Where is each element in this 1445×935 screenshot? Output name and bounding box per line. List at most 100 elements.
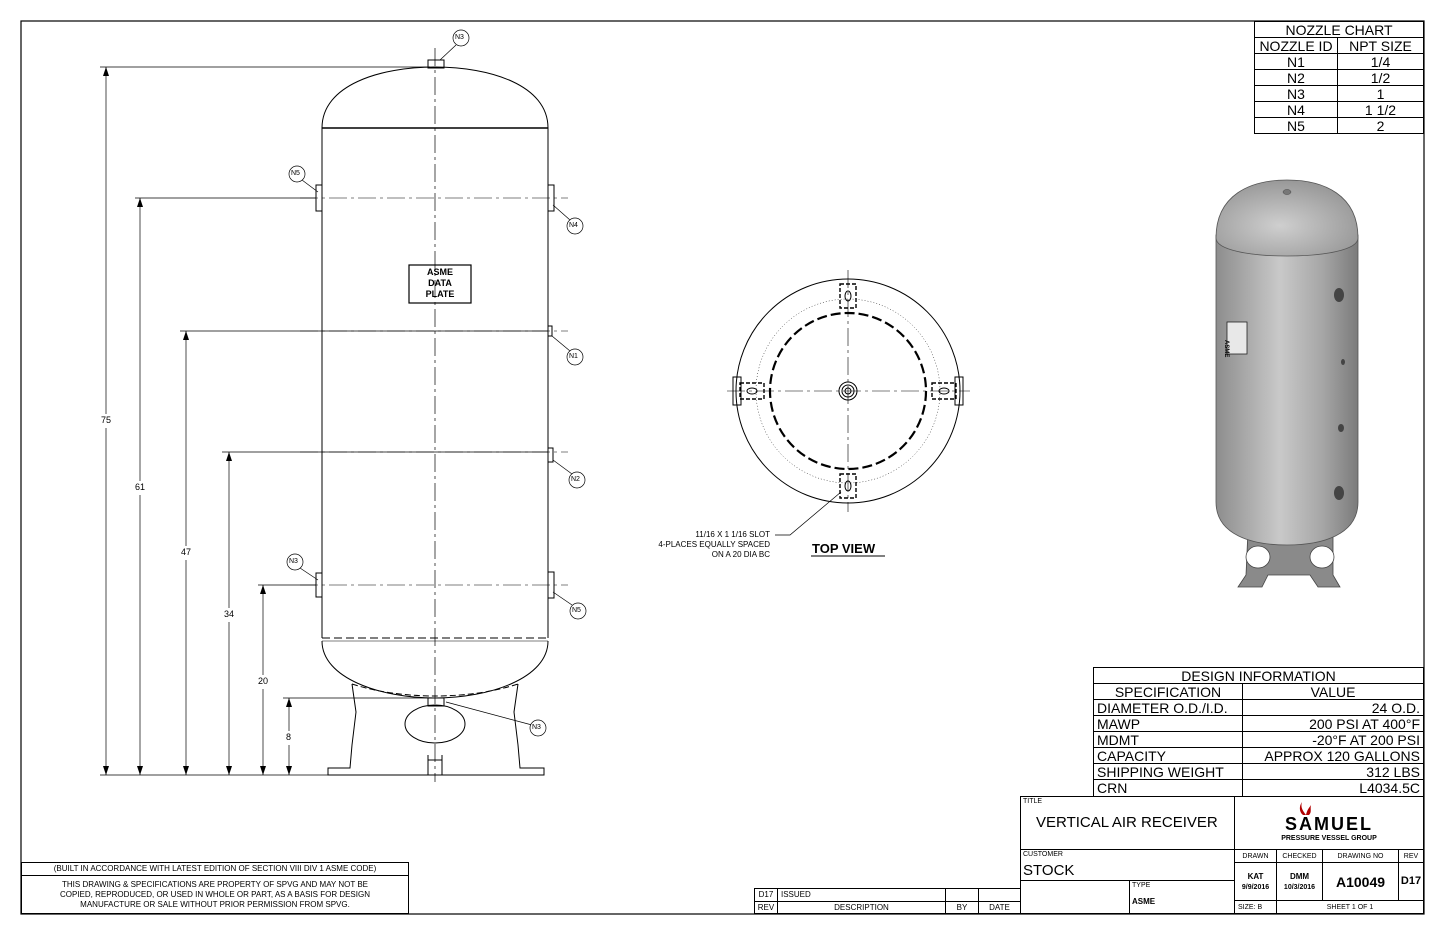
nozzle-id-cell: N5 [1254, 117, 1338, 134]
customer-value: STOCK [1023, 862, 1075, 879]
callout-n3-bottom: N3 [532, 724, 541, 731]
slot-note-line: 4-PLACES EQUALLY SPACED [658, 540, 770, 549]
rev-row-rev: D17 [754, 888, 778, 902]
rev-label: REV [1398, 849, 1424, 863]
sheet-box: SHEET 1 OF 1 [1276, 900, 1424, 914]
spec-cell: MAWP [1093, 715, 1243, 732]
dim-34: 34 [224, 609, 235, 619]
top-view-label: TOP VIEW [812, 541, 876, 556]
nozzle-id-cell: N4 [1254, 101, 1338, 118]
drawing-no-value: A10049 [1322, 862, 1399, 901]
drawing-title: VERTICAL AIR RECEIVER [1036, 814, 1218, 831]
callout-n3-top: N3 [455, 34, 464, 41]
skirt-opening [404, 704, 466, 744]
property-note-line: COPIED, REPRODUCED, OR USED IN WHOLE OR … [60, 889, 370, 899]
drawing-no-label: DRAWING NO [1322, 849, 1399, 863]
rev-header-date: DATE [978, 901, 1021, 914]
value-cell: 312 LBS [1242, 763, 1424, 780]
top-head [321, 66, 549, 129]
dim-20: 20 [258, 676, 269, 686]
callout-n4: N4 [569, 222, 578, 229]
npt-size-cell: 1 1/2 [1337, 101, 1424, 118]
size-box: SIZE: B [1234, 900, 1277, 914]
rev-value: D17 [1398, 862, 1424, 901]
render-plate-text: ASME [1223, 340, 1229, 358]
checked-date: 10/3/2016 [1283, 883, 1316, 891]
render-dome [1215, 179, 1359, 257]
drawn-date: 9/9/2016 [1241, 883, 1270, 891]
nozzle-id-cell: N2 [1254, 69, 1338, 86]
npt-size-cell: 1/4 [1337, 53, 1424, 70]
rev-row-date [978, 888, 1021, 902]
rev-header-by: BY [945, 901, 979, 914]
spec-cell: SHIPPING WEIGHT [1093, 763, 1243, 780]
logo-name: SAMUEL [1285, 813, 1373, 834]
data-plate-line: PLATE [425, 289, 455, 299]
nozzle-chart-header: NPT SIZE [1337, 37, 1424, 54]
callout-n3-left: N3 [289, 558, 298, 565]
leg-bottom [839, 473, 857, 499]
leg-top [839, 283, 857, 309]
npt-size-cell: 1 [1337, 85, 1424, 102]
value-cell: L4034.5C [1242, 779, 1424, 797]
value-cell: 24 O.D. [1242, 699, 1424, 716]
design-info-header: SPECIFICATION [1093, 683, 1243, 700]
data-plate-box [408, 264, 472, 304]
spec-cell: MDMT [1093, 731, 1243, 748]
logo-box: SAMUEL PRESSURE VESSEL GROUP [1234, 796, 1424, 850]
property-note-line: THIS DRAWING & SPECIFICATIONS ARE PROPER… [62, 879, 368, 889]
checked-by: DMM [1289, 871, 1310, 881]
rev-header-rev: REV [754, 901, 778, 914]
design-info-header: VALUE [1242, 683, 1424, 700]
slot-note: 11/16 X 1 1/16 SLOT 4-PLACES EQUALLY SPA… [610, 530, 770, 560]
property-note: THIS DRAWING & SPECIFICATIONS ARE PROPER… [21, 875, 409, 914]
bottom-coupling [427, 697, 445, 707]
nozzle-id-cell: N3 [1254, 85, 1338, 102]
sheet-border [20, 20, 1425, 915]
rev-row-description: ISSUED [777, 888, 946, 902]
leg-right [931, 382, 957, 400]
dim-61: 61 [135, 482, 146, 492]
callout-n5-left: N5 [291, 170, 300, 177]
data-plate-line: DATA [428, 278, 452, 288]
checked-box: DMM 10/3/2016 [1276, 862, 1323, 901]
spec-cell: CAPACITY [1093, 747, 1243, 764]
title-left-border [1020, 796, 1021, 914]
skirt [327, 683, 545, 776]
customer-label: CUSTOMER [1023, 851, 1063, 858]
title-label: TITLE [1023, 798, 1043, 805]
drawn-label: DRAWN [1234, 849, 1277, 863]
front-view [300, 48, 568, 782]
render-data-plate [1226, 321, 1248, 355]
spec-cell: CRN [1093, 779, 1243, 797]
code-note: (BUILT IN ACCORDANCE WITH LATEST EDITION… [21, 862, 409, 876]
dimension-arrows [103, 67, 292, 775]
top-coupling [427, 59, 445, 69]
npt-size-cell: 2 [1337, 117, 1424, 134]
top-view [727, 270, 970, 557]
dim-8: 8 [286, 732, 292, 742]
callout-n1: N1 [569, 353, 578, 360]
data-plate-line: ASME [426, 267, 453, 277]
npt-size-cell: 1/2 [1337, 69, 1424, 86]
dim-75: 75 [101, 415, 112, 425]
leg-left [739, 382, 765, 400]
dim-47: 47 [181, 547, 192, 557]
nozzle-chart-title: NOZZLE CHART [1254, 21, 1424, 38]
checked-label: CHECKED [1276, 849, 1323, 863]
rev-row-by [945, 888, 979, 902]
render-view [1215, 179, 1359, 588]
logo-flame-icon [1299, 802, 1311, 815]
drawn-box: KAT 9/9/2016 [1234, 862, 1277, 901]
render-shell [1215, 234, 1359, 546]
callout-n2: N2 [571, 476, 580, 483]
type-value: ASME [1132, 897, 1156, 906]
value-cell: 200 PSI AT 400°F [1242, 715, 1424, 732]
callout-n5-right: N5 [572, 607, 581, 614]
value-cell: -20°F AT 200 PSI [1242, 731, 1424, 748]
drawn-by: KAT [1247, 871, 1264, 881]
design-info-title: DESIGN INFORMATION [1093, 667, 1424, 684]
rev-header-description: DESCRIPTION [777, 901, 946, 914]
